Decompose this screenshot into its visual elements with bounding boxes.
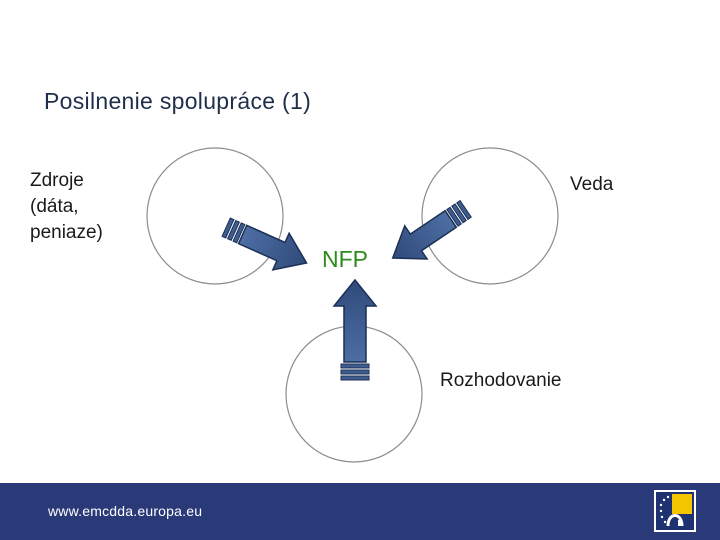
arrow-sources-to-center	[221, 217, 308, 271]
slide-title: Posilnenie spolupráce (1)	[44, 88, 312, 114]
emcdda-logo-icon	[654, 490, 696, 532]
decision-label: Rozhodovanie	[440, 370, 562, 391]
arrow-science-to-center	[391, 199, 472, 260]
sources-label: Zdroje (dáta, peniaze)	[30, 168, 160, 246]
science-label: Veda	[570, 174, 614, 195]
sources-label-line: peniaze)	[30, 222, 103, 243]
sources-label-line: Zdroje	[30, 170, 84, 191]
footer-url-link[interactable]: www.emcdda.europa.eu	[48, 503, 203, 519]
arrow-decision-to-center	[332, 278, 378, 381]
sources-label-line: (dáta,	[30, 196, 79, 217]
sources-circle	[146, 147, 284, 285]
footer-bar: www.emcdda.europa.eu	[0, 483, 720, 540]
center-label: NFP	[322, 246, 368, 272]
science-circle	[421, 147, 559, 285]
